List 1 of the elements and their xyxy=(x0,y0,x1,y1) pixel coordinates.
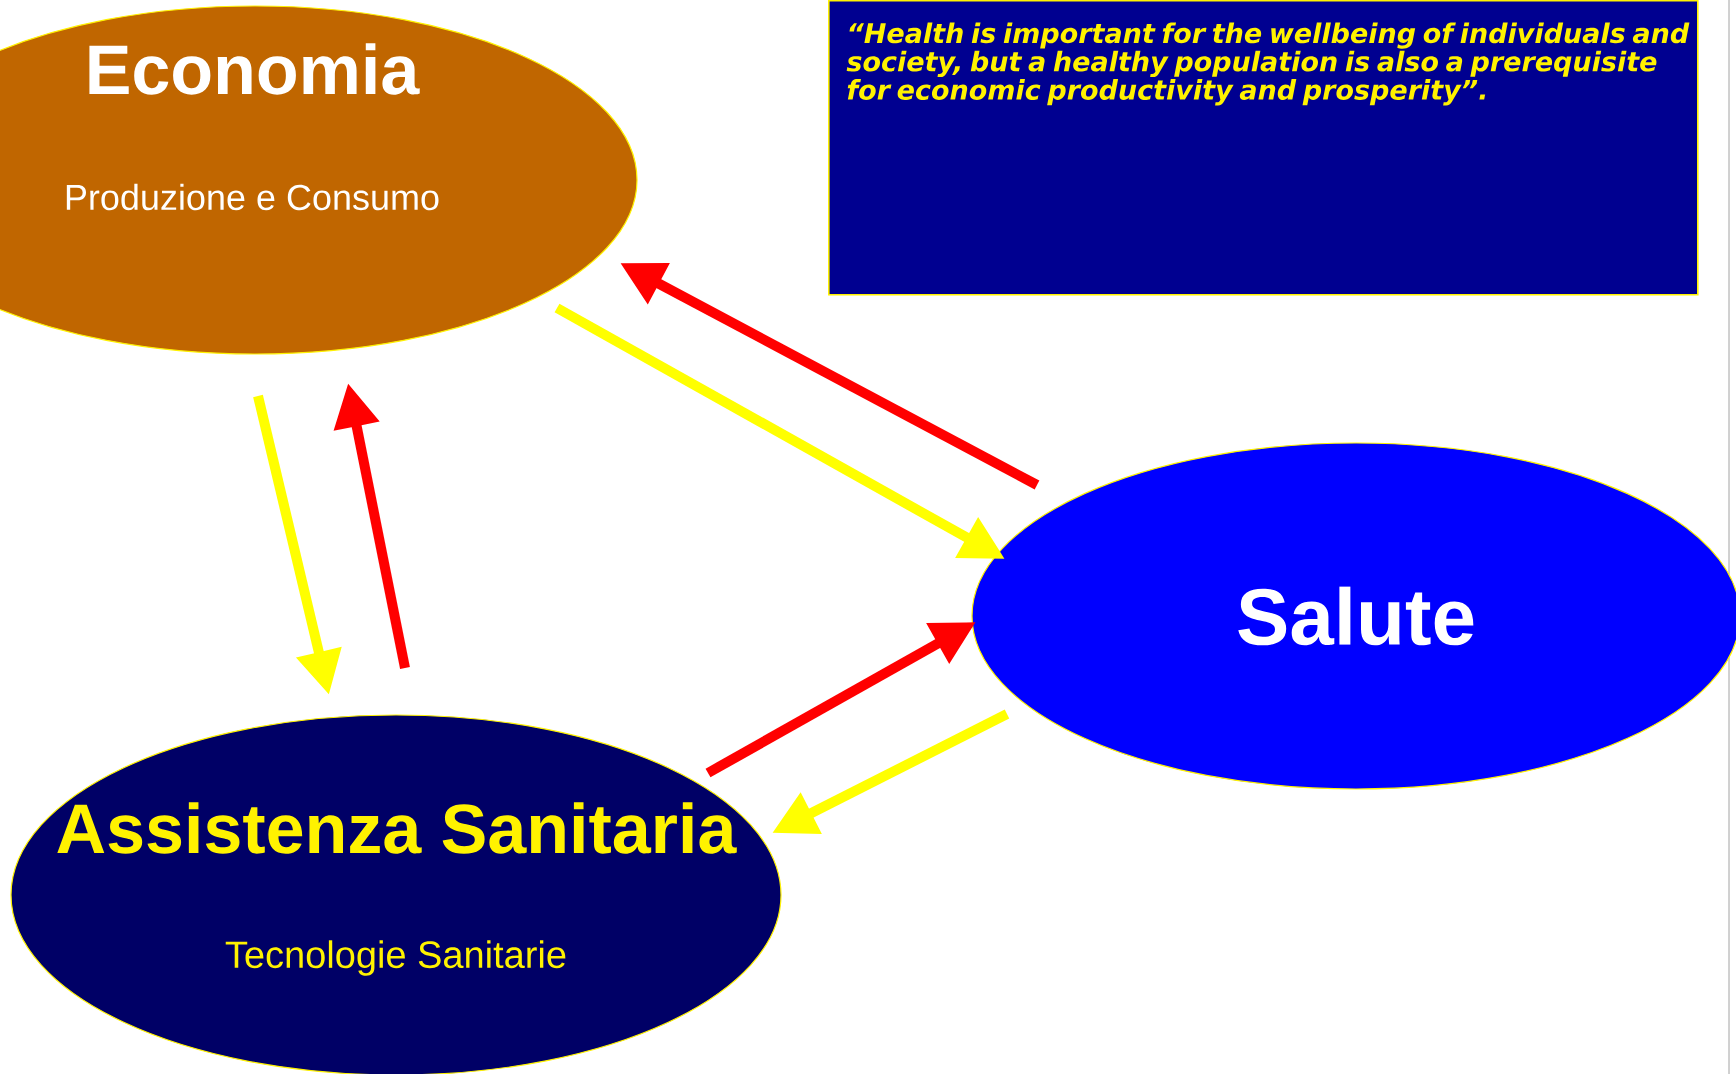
quote-box: “Health is important for the wellbeing of individuals and society, but a healthy population is also a prerequisite for economic productivity and prosperity”. xyxy=(828,0,1699,296)
